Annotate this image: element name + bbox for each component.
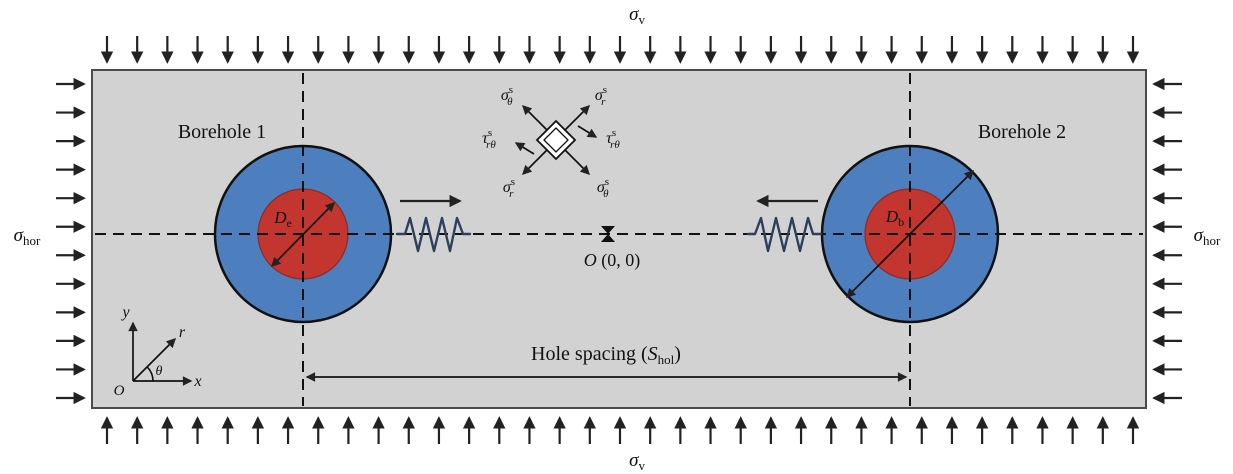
borehole-2-label: Borehole 2: [978, 121, 1066, 143]
boundary-stress-arrows: [56, 36, 1182, 444]
hole-spacing-label: Hole spacing (Shol): [531, 343, 681, 367]
left-spring: [395, 216, 472, 253]
right-spring: [746, 216, 823, 253]
tau-left-arrow: [514, 142, 535, 155]
sigma-theta-upleft-arrow: [521, 104, 548, 131]
sigma-v-bottom-label: σv: [629, 450, 645, 473]
theta-angle-arc: [146, 366, 154, 382]
origin-label: O (0, 0): [584, 250, 641, 271]
sigma-hor-right-label: σhor: [1194, 225, 1221, 248]
tau-right-arrow: [577, 125, 598, 138]
sigma-r-upright-arrow: [564, 104, 591, 131]
sigma-v-top-label: σv: [629, 4, 645, 27]
r-axis-arrow: [132, 337, 177, 382]
y-axis-label: y: [120, 304, 130, 321]
outer-diameter-arrow: [845, 169, 975, 299]
inner-diameter-arrow: [270, 201, 336, 268]
stress-element-inner-square: [543, 127, 569, 153]
r-axis-label: r: [179, 324, 186, 341]
borehole-1-label: Borehole 1: [178, 121, 266, 143]
sigma-r-downleft-arrow: [521, 149, 548, 176]
outer-diameter-label: Db: [885, 207, 904, 229]
coordinate-system-group: y x r θ O: [114, 304, 202, 399]
sigma-hor-left-label: σhor: [14, 225, 41, 248]
theta-angle-label: θ: [156, 364, 163, 379]
inner-diameter-label: De: [273, 208, 292, 230]
x-axis-label: x: [193, 373, 201, 390]
axes-origin-label: O: [114, 383, 125, 399]
origin-marker: [601, 226, 615, 242]
sigma-theta-downright-arrow: [564, 149, 591, 176]
